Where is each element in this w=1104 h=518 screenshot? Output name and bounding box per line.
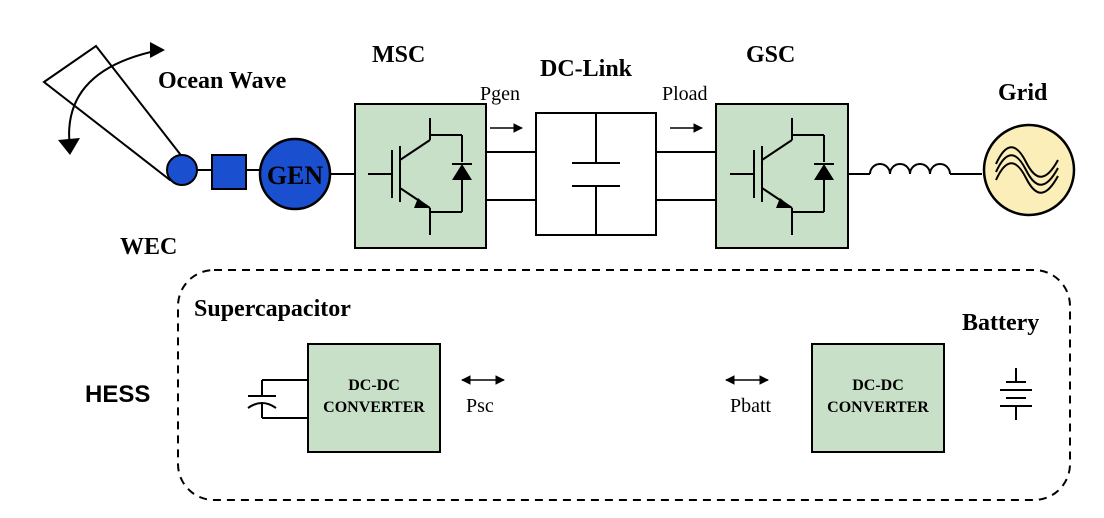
wec-mechanism: GEN (42, 42, 355, 211)
pgen-label: Pgen (480, 83, 520, 105)
msc-label: MSC (372, 42, 425, 68)
grid-inductor (848, 163, 982, 175)
svg-text:CONVERTER: CONVERTER (323, 399, 425, 416)
hess-boundary (177, 269, 1071, 501)
pload-label: Pload (662, 83, 708, 105)
battery-symbol (1000, 368, 1032, 420)
gsc-label: GSC (746, 42, 795, 68)
batt-dc-dc-converter: DC-DC CONVERTER (811, 343, 945, 453)
dc-link-label: DC-Link (540, 56, 633, 82)
hess-label: HESS (85, 381, 150, 408)
pivot-joint (166, 154, 198, 186)
grid-label: Grid (998, 80, 1048, 106)
supercapacitor-symbol (247, 379, 308, 419)
gearbox (211, 154, 247, 190)
supercapacitor-label: Supercapacitor (194, 296, 351, 322)
generator-label: GEN (267, 161, 324, 190)
gsc-converter (715, 103, 849, 249)
wec-label: WEC (120, 234, 177, 260)
pbatt-label: Pbatt (730, 395, 772, 417)
msc-converter (354, 103, 487, 249)
svg-text:DC-DC: DC-DC (348, 377, 400, 394)
svg-text:DC-DC: DC-DC (852, 377, 904, 394)
grid-source (982, 123, 1076, 217)
svg-text:CONVERTER: CONVERTER (827, 399, 929, 416)
motion-arrow (68, 49, 161, 149)
battery-label: Battery (962, 310, 1039, 336)
sc-dc-dc-converter: DC-DC CONVERTER (307, 343, 441, 453)
ocean-wave-label: Ocean Wave (158, 68, 287, 94)
psc-label: Psc (466, 395, 494, 417)
dc-link-capacitor (535, 112, 657, 236)
